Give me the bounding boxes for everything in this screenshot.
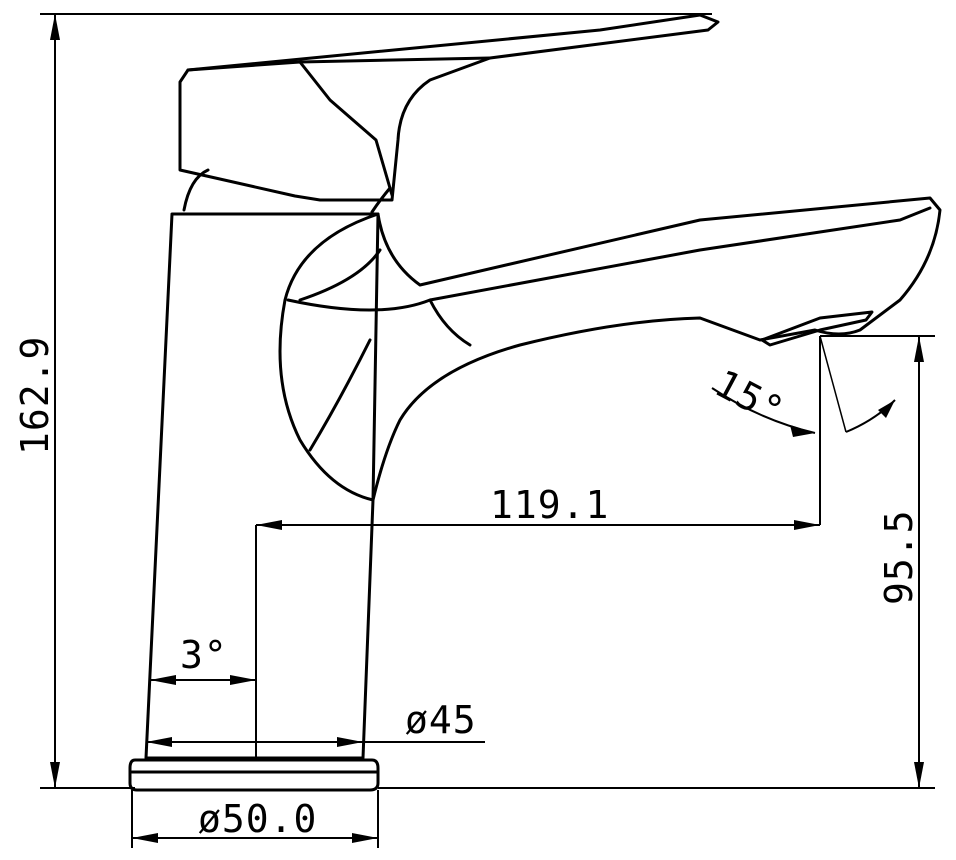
dimension-body-diameter: ø45 <box>146 698 485 747</box>
aerator <box>760 310 874 347</box>
label-spout-height: 95.5 <box>877 509 921 605</box>
spout-inner-line <box>286 206 932 452</box>
spout <box>278 196 942 502</box>
label-base-diameter: ø50.0 <box>198 797 317 841</box>
dimension-total-height: 162.9 <box>13 13 712 789</box>
base-plate <box>128 758 380 792</box>
label-body-taper: 3° <box>180 633 228 677</box>
dimension-spout-height: 95.5 <box>378 335 935 789</box>
handle-neck <box>182 168 392 214</box>
dimension-spout-angle: 15° <box>708 335 896 437</box>
lever-detail <box>186 56 492 197</box>
dimension-spout-reach: 119.1 <box>255 336 821 760</box>
dimension-base-diameter: ø50.0 <box>131 790 379 848</box>
lever-handle <box>178 13 720 202</box>
label-spout-reach: 119.1 <box>490 483 609 527</box>
faucet-outline <box>128 13 942 792</box>
faucet-body <box>144 212 380 760</box>
dimension-body-taper: 3° <box>150 633 256 685</box>
label-body-diameter: ø45 <box>405 698 477 742</box>
label-total-height: 162.9 <box>13 336 57 455</box>
